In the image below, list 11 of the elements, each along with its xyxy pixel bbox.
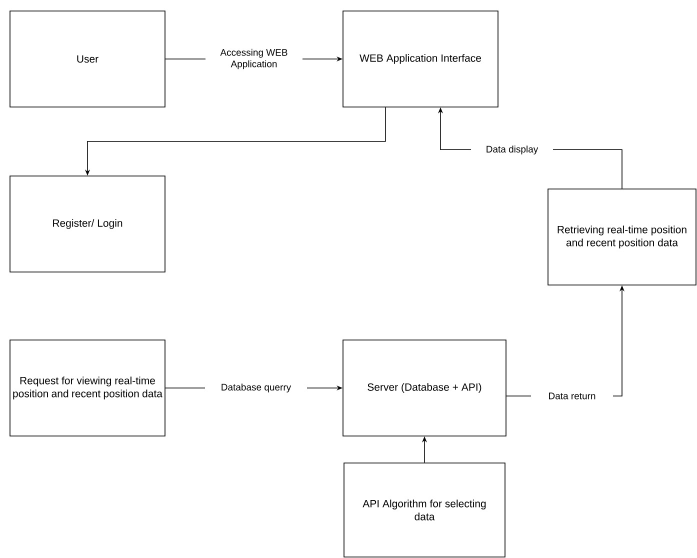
process-box: Retrieving real-time position and recent position data <box>548 188 696 286</box>
process-box: Register/ Login <box>10 176 166 272</box>
edge-label: Accessing WEB Application <box>206 48 302 70</box>
edge-label: Data display <box>471 144 553 156</box>
process-box: Server (Database + API) <box>342 340 506 436</box>
process-box: User <box>10 10 166 108</box>
edge-label: Database querry <box>205 382 307 394</box>
edge-label: Data return <box>531 392 613 400</box>
process-box: WEB Application Interface <box>342 10 498 108</box>
process-box: API Algorithm for selecting data <box>344 462 506 558</box>
process-box: Request for viewing real-time position and recent position data <box>10 340 166 436</box>
